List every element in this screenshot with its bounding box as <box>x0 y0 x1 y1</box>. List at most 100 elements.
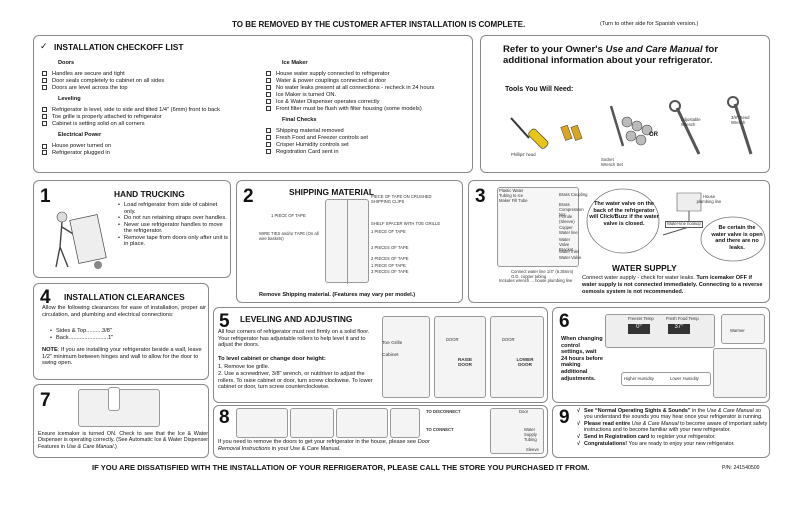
doors-check-label: Handles are secure and tight <box>52 70 125 77</box>
final-check-label: Registration Card sent in <box>276 148 339 155</box>
s8-door-label: Door <box>519 409 529 414</box>
checkbox-icon[interactable] <box>42 107 47 113</box>
final-check-item[interactable]: Crisper Humidity controls set <box>266 142 471 149</box>
check-icon: √ <box>577 421 580 428</box>
section-4-title: INSTALLATION CLEARANCES <box>64 292 185 302</box>
checkbox-icon[interactable] <box>266 106 271 112</box>
section-9-number: 9 <box>559 407 570 428</box>
leveling-check-item[interactable]: Toe grille is properly attached to refri… <box>42 114 272 121</box>
s8-disconnect: TO DISCONNECT <box>426 409 461 414</box>
s9-item-bold: Send in Registration card <box>583 434 650 441</box>
checkbox-icon[interactable] <box>42 143 47 149</box>
s6-freezer-label: Freezer Temp <box>628 316 654 321</box>
doors-check-item[interactable]: Door seals completely to cabinet on all … <box>42 78 272 85</box>
checkbox-icon[interactable] <box>42 85 47 91</box>
checkbox-icon[interactable] <box>266 92 271 98</box>
checkbox-icon[interactable] <box>266 128 271 134</box>
footer-text: IF YOU ARE DISSATISFIED WITH THE INSTALL… <box>92 463 590 472</box>
s2-right-label-5: 1 PIECE OF TAPE <box>371 263 406 268</box>
tool-label-adjustable: Adjustable Wrench <box>681 117 701 127</box>
section-2-number: 2 <box>243 186 254 207</box>
icemaker-check-item[interactable]: Ice & Water Dispenser operates correctly <box>266 99 471 106</box>
doors-check-item[interactable]: Handles are secure and tight <box>42 71 272 78</box>
icemaker-check-item[interactable]: Front filter must be flush with filter h… <box>266 106 471 113</box>
s2-right-label-2: 1 PIECE OF TAPE <box>371 229 406 234</box>
bullet-item: Never use refrigerator handles to move t… <box>118 222 228 235</box>
icemaker-check-label: Ice & Water Dispenser operates correctly <box>276 98 380 105</box>
leveling-check-label: Toe grille is properly attached to refri… <box>52 113 162 120</box>
s9-item: √ Send in Registration card to register y… <box>577 434 769 440</box>
s7-text: Ensure icemaker is turned ON. Check to s… <box>38 431 208 450</box>
s9-item-rest: in the <box>690 408 707 414</box>
final-check-item[interactable]: Fresh Food and Freezer controls set <box>266 135 471 142</box>
refer-manual: Use and Care Manual <box>605 44 703 55</box>
s5-cabinet-label: Cabinet <box>382 353 399 358</box>
refer-panel: Refer to your Owner's Use and Care Manua… <box>480 35 770 173</box>
final-check-item[interactable]: Shipping material removed <box>266 128 471 135</box>
s9-item-tail: to become aware of important safety inst… <box>583 421 768 434</box>
checkbox-icon[interactable] <box>42 71 47 77</box>
s9-item-text: Send in Registration card to register yo… <box>584 434 716 440</box>
section-6-number: 6 <box>559 311 570 332</box>
warmer-colder-dial: Warmer <box>721 314 765 344</box>
screwdriver-icon <box>510 117 549 149</box>
section-1-title: HAND TRUCKING <box>114 189 185 199</box>
icemaker-check-item[interactable]: Ice Maker is turned ON. <box>266 92 471 99</box>
door-removal-step-2 <box>290 408 334 438</box>
electrical-check-item[interactable]: House power turned on <box>42 143 272 150</box>
check-icon: √ <box>577 434 580 441</box>
freezer-temp-display: 0° <box>628 324 650 334</box>
s7-post: .) <box>113 443 117 450</box>
section-3-water-supply: 3 Plastic Water Tubing to Ice Maker Fill… <box>468 180 770 303</box>
checkbox-icon[interactable] <box>42 121 47 127</box>
s3-label-1: Brass Coupling <box>559 192 588 197</box>
fridge-interior-illustration <box>325 199 369 284</box>
icemaker-check-item[interactable]: House water supply connected to refriger… <box>266 71 471 78</box>
electrical-check-label: Refrigerator plugged in <box>52 149 110 156</box>
section-5-leveling: 5 LEVELING AND ADJUSTING All four corner… <box>213 307 548 403</box>
hand-truck-illustration <box>55 211 107 269</box>
s4-note: NOTE: If you are installing your refrige… <box>42 347 206 367</box>
tool-label-socket: Socket Wrench Set <box>601 157 623 167</box>
checkoff-panel: ✓ INSTALLATION CHECKOFF LIST Doors Handl… <box>33 35 473 173</box>
electrical-check-item[interactable]: Refrigerator plugged in <box>42 150 272 157</box>
checkbox-icon[interactable] <box>266 142 271 148</box>
icemaker-check-item[interactable]: No water leaks present at all connection… <box>266 85 471 92</box>
s3-label-5: Water Valve Bracket <box>559 237 574 252</box>
checkbox-icon[interactable] <box>42 78 47 84</box>
s9-item: √Congratulations! You are ready to enjoy… <box>577 441 769 447</box>
doors-check-item[interactable]: Doors are level across the top <box>42 85 272 92</box>
s9-item: √Please read entire Use & Care Manual to… <box>577 421 769 434</box>
checkbox-icon[interactable] <box>266 85 271 91</box>
checkbox-icon[interactable] <box>266 71 271 77</box>
icemaker-heading: Ice Maker <box>282 60 308 66</box>
toe-grille-illustration <box>382 316 430 398</box>
checkbox-icon[interactable] <box>266 135 271 141</box>
s2-right-label-0: PIECE OF TAPE ON CRUSHED SHIPPING CLIPS <box>371 194 432 204</box>
check-icon: √ <box>577 440 580 447</box>
s8-post: in your Use & Care Manual. <box>270 445 341 452</box>
checkbox-icon[interactable] <box>266 149 271 155</box>
header-note: (Turn to other side for Spanish version.… <box>600 21 699 27</box>
s3-text-bold: Turn icemaker OFF if water supply is not… <box>582 275 763 295</box>
checkbox-icon[interactable] <box>42 114 47 120</box>
checkbox-icon[interactable] <box>266 99 271 105</box>
final-check-item[interactable]: Registration Card sent in <box>266 149 471 156</box>
checkbox-icon[interactable] <box>42 150 47 156</box>
icemaker-check-item[interactable]: Water & power couplings connected at doo… <box>266 78 471 85</box>
section-8-door-removal: 8 TO DISCONNECT TO CONNECT Door Water Su… <box>213 405 548 458</box>
s6-higher-humidity: Higher Humidity <box>624 376 654 381</box>
s5-sub: To level cabinet or change door height: <box>218 356 326 362</box>
part-number: P/N: 241540500 <box>722 465 760 471</box>
checkoff-title: INSTALLATION CHECKOFF LIST <box>54 42 184 52</box>
leveling-check-item[interactable]: Cabinet is setting solid on all corners <box>42 121 272 128</box>
checkbox-icon[interactable] <box>266 78 271 84</box>
s4-note-text: : If you are installing your refrigerato… <box>42 347 202 367</box>
s2-right-label-4: 2 PIECES OF TAPE <box>371 256 409 261</box>
s9-item: √See “Normal Operating Sights & Sounds” … <box>577 408 769 421</box>
final-check-label: Shipping material removed <box>276 127 344 134</box>
s4-text: Allow the following clearances for ease … <box>42 305 206 318</box>
leveling-check-item[interactable]: Refrigerator is level, side to side and … <box>42 107 272 114</box>
